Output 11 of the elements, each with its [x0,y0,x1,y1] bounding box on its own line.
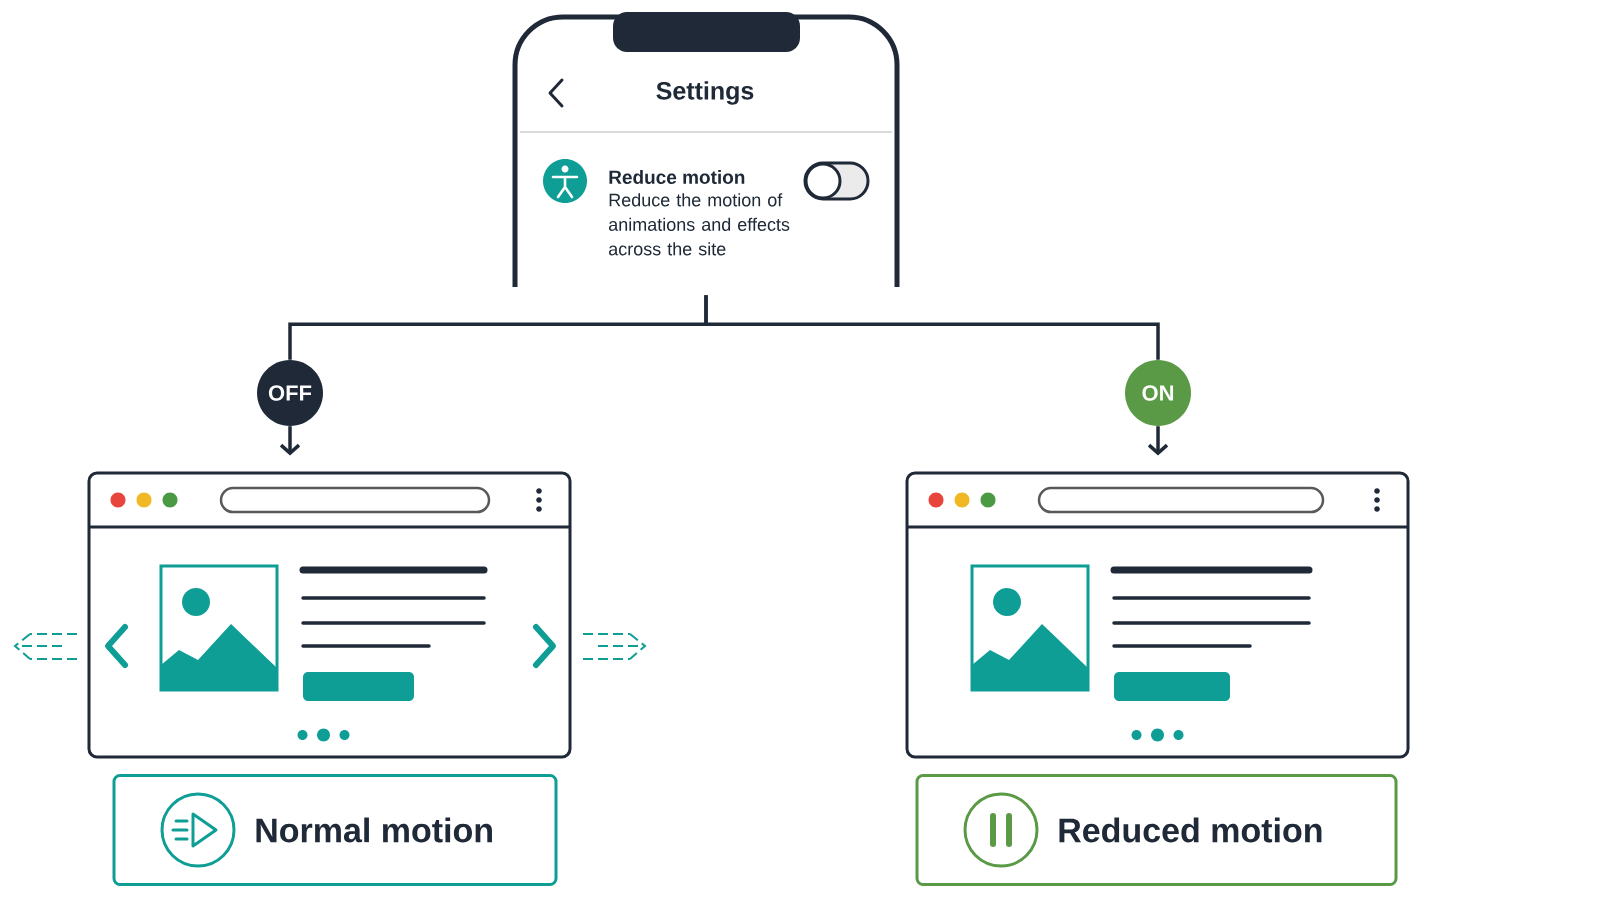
screen-title: Settings [656,81,754,105]
browser-window-drawing [905,471,1410,759]
mode-label: Normal motion [112,774,558,886]
setting-label: Reduce motion [609,170,745,184]
setting-description: Reduce the motion of animations and effects across the site [609,193,790,256]
connector [279,426,301,456]
connector [704,295,1160,360]
mode-label: Reduced motion [915,774,1398,886]
state-badge: OFF [257,360,323,426]
connector [1147,426,1169,456]
state-badge: ON [1125,360,1191,426]
